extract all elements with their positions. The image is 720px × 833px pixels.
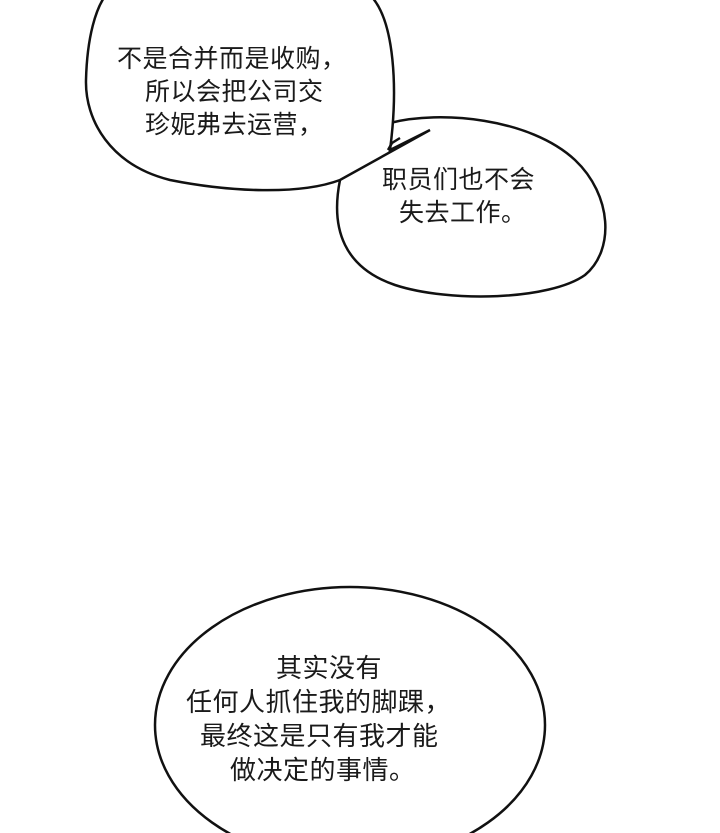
bubble-1-line-3: 珍妮弗去运营， — [145, 110, 324, 139]
speech-bubble-1-outline — [84, 0, 431, 192]
speech-bubble-3-outline — [153, 585, 547, 833]
bubble-3-line-1: 其实没有 — [276, 654, 383, 684]
speech-bubble-2-outline — [335, 116, 607, 298]
speech-bubble-1-tail — [386, 136, 401, 151]
speech-bubble-1-text: 不是合并而是收购， 所以会把公司交 珍妮弗去运营， — [117, 42, 347, 141]
bubble-1-line-2: 所以会把公司交 — [145, 77, 324, 106]
bubble-2-line-2: 失去工作。 — [399, 198, 527, 227]
speech-bubble-3-text: 其实没有 任何人抓住我的脚踝， 最终这是只有我才能 做决定的事情。 — [186, 652, 451, 788]
speech-bubble-2-text: 职员们也不会 失去工作。 — [382, 163, 535, 229]
bubble-2-line-1: 职员们也不会 — [382, 165, 536, 194]
bubble-1-line-1: 不是合并而是收购， — [117, 44, 347, 73]
bubble-3-line-3: 最终这是只有我才能 — [200, 722, 439, 752]
bubble-3-line-2: 任何人抓住我的脚踝， — [186, 688, 452, 718]
bubble-3-line-4: 做决定的事情。 — [230, 756, 416, 786]
